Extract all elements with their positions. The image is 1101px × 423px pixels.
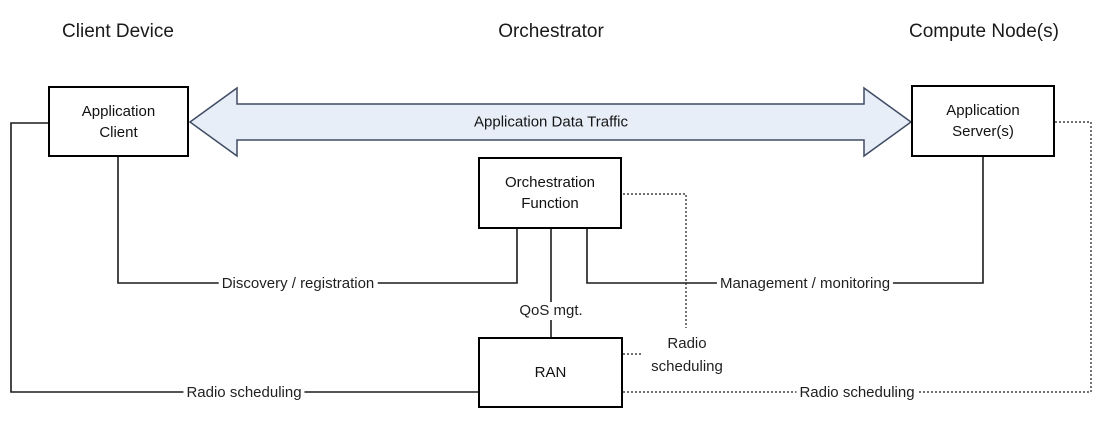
node-ran: RAN [478, 337, 623, 408]
application-data-traffic-label: Application Data Traffic [474, 113, 628, 131]
qos-mgt-label: QoS mgt. [516, 302, 586, 320]
radio-scheduling-label-middle: Radio scheduling [646, 332, 728, 378]
node-application-client-label-line1: Application [81, 102, 156, 120]
management-monitoring-line [586, 157, 984, 284]
orchestration-ran-dotted-line [623, 193, 687, 328]
column-header-client-device: Client Device [62, 21, 174, 42]
column-header-compute-nodes: Compute Node(s) [909, 21, 1059, 42]
discovery-registration-label: Discovery / registration [218, 275, 378, 293]
radio-scheduling-label-middle-line2: scheduling [651, 358, 723, 375]
node-application-server-label-line1: Application [946, 102, 1020, 119]
node-orchestration-function-label-line2: Function [521, 195, 579, 212]
discovery-registration-line [117, 157, 518, 284]
column-header-orchestrator: Orchestrator [498, 21, 604, 42]
radio-scheduling-label-middle-line1: Radio [667, 335, 707, 352]
radio-scheduling-label-right: Radio scheduling [796, 384, 918, 402]
node-application-server-label-line2: Server(s) [952, 123, 1014, 140]
node-application-server: Application Server(s) [911, 85, 1055, 157]
radio-scheduling-label-left: Radio scheduling [183, 384, 305, 402]
management-monitoring-label: Management / monitoring [716, 275, 894, 293]
node-orchestration-function-label-line1: Orchestration [504, 174, 596, 191]
node-ran-label: RAN [534, 364, 567, 381]
radio-scheduling-line-client-ran [10, 122, 478, 393]
node-application-client: Application Client [48, 86, 189, 157]
node-orchestration-function: Orchestration Function [478, 157, 622, 229]
node-application-client-label-line2: Client [99, 123, 138, 141]
